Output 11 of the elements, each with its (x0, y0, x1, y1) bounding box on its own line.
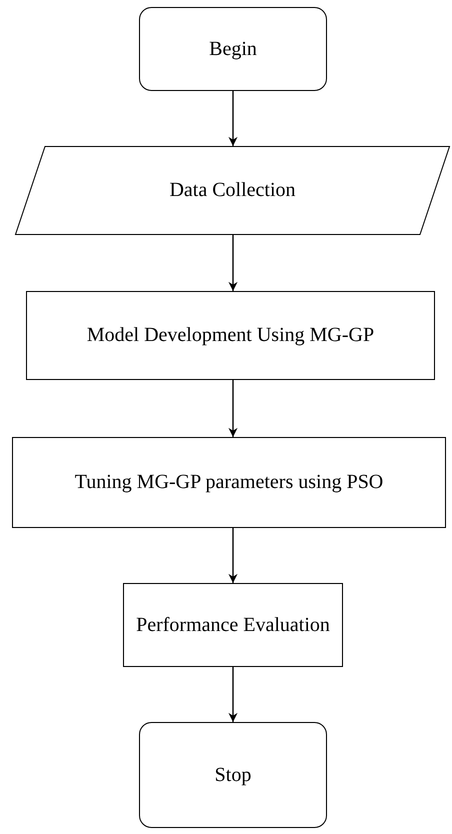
arrow (228, 91, 238, 146)
arrow (228, 528, 238, 583)
node-label: Performance Evaluation (136, 614, 330, 636)
arrow (228, 235, 238, 291)
arrow (228, 380, 238, 437)
node-label: Stop (214, 764, 252, 786)
node-label: Begin (209, 38, 257, 60)
node-label: Tuning MG-GP parameters using PSO (74, 471, 384, 494)
node-label: Data Collection (169, 179, 296, 202)
node-label: Model Development Using MG-GP (86, 324, 374, 347)
arrow (228, 667, 238, 722)
